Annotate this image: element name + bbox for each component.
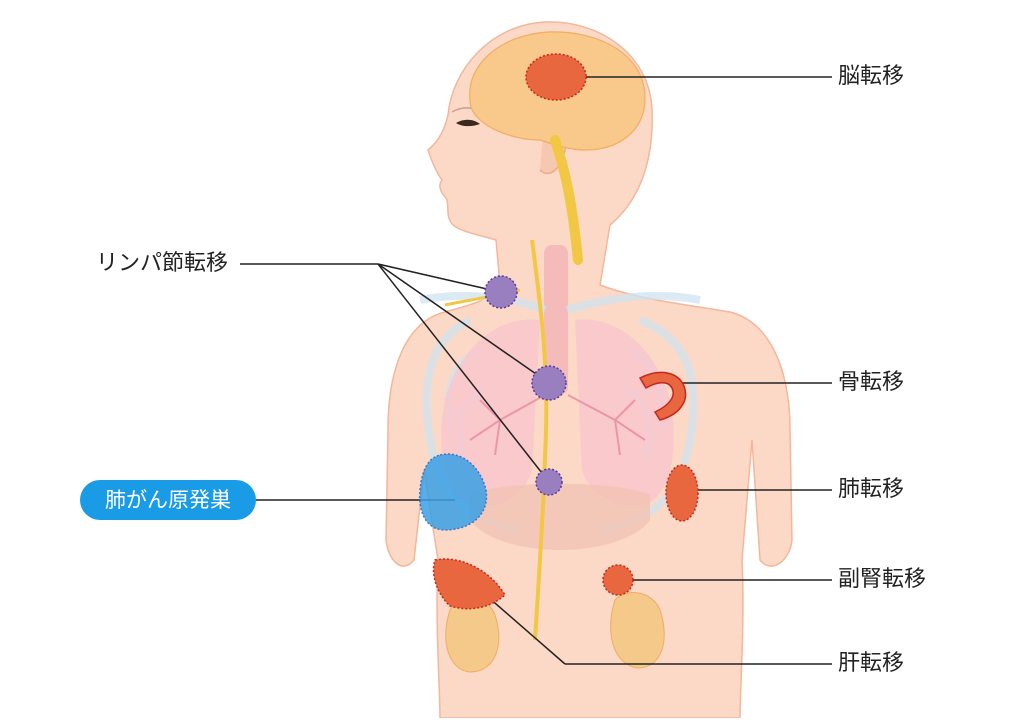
bone-metastasis — [638, 371, 687, 421]
spinal-cord — [550, 135, 583, 265]
eye — [456, 119, 480, 127]
brain-metastasis — [525, 53, 587, 101]
diaphragm — [470, 483, 650, 550]
label-lung: 肺転移 — [838, 477, 905, 502]
leader-lines — [240, 76, 832, 665]
right-kidney — [610, 592, 665, 669]
label-brain: 脳転移 — [838, 64, 905, 89]
label-adrenal: 副腎転移 — [838, 567, 927, 592]
adrenal-metastasis — [602, 564, 634, 596]
lymph-node-neck — [484, 275, 518, 309]
lymph-node-mediastinal — [531, 365, 567, 401]
left-kidney — [445, 598, 500, 673]
label-liver: 肝転移 — [838, 651, 905, 676]
trachea — [544, 245, 568, 395]
lymph-node-lower — [535, 468, 563, 496]
lung-metastasis — [665, 464, 699, 522]
vagus-nerve — [530, 239, 549, 641]
label-lymph: リンパ節転移 — [96, 251, 229, 276]
primary-tumor-badge: 肺がん原発巣 — [80, 480, 256, 520]
label-bone: 骨転移 — [838, 370, 905, 395]
liver-metastasis — [432, 558, 506, 610]
primary-tumor — [418, 453, 488, 531]
right-lung — [575, 319, 674, 507]
